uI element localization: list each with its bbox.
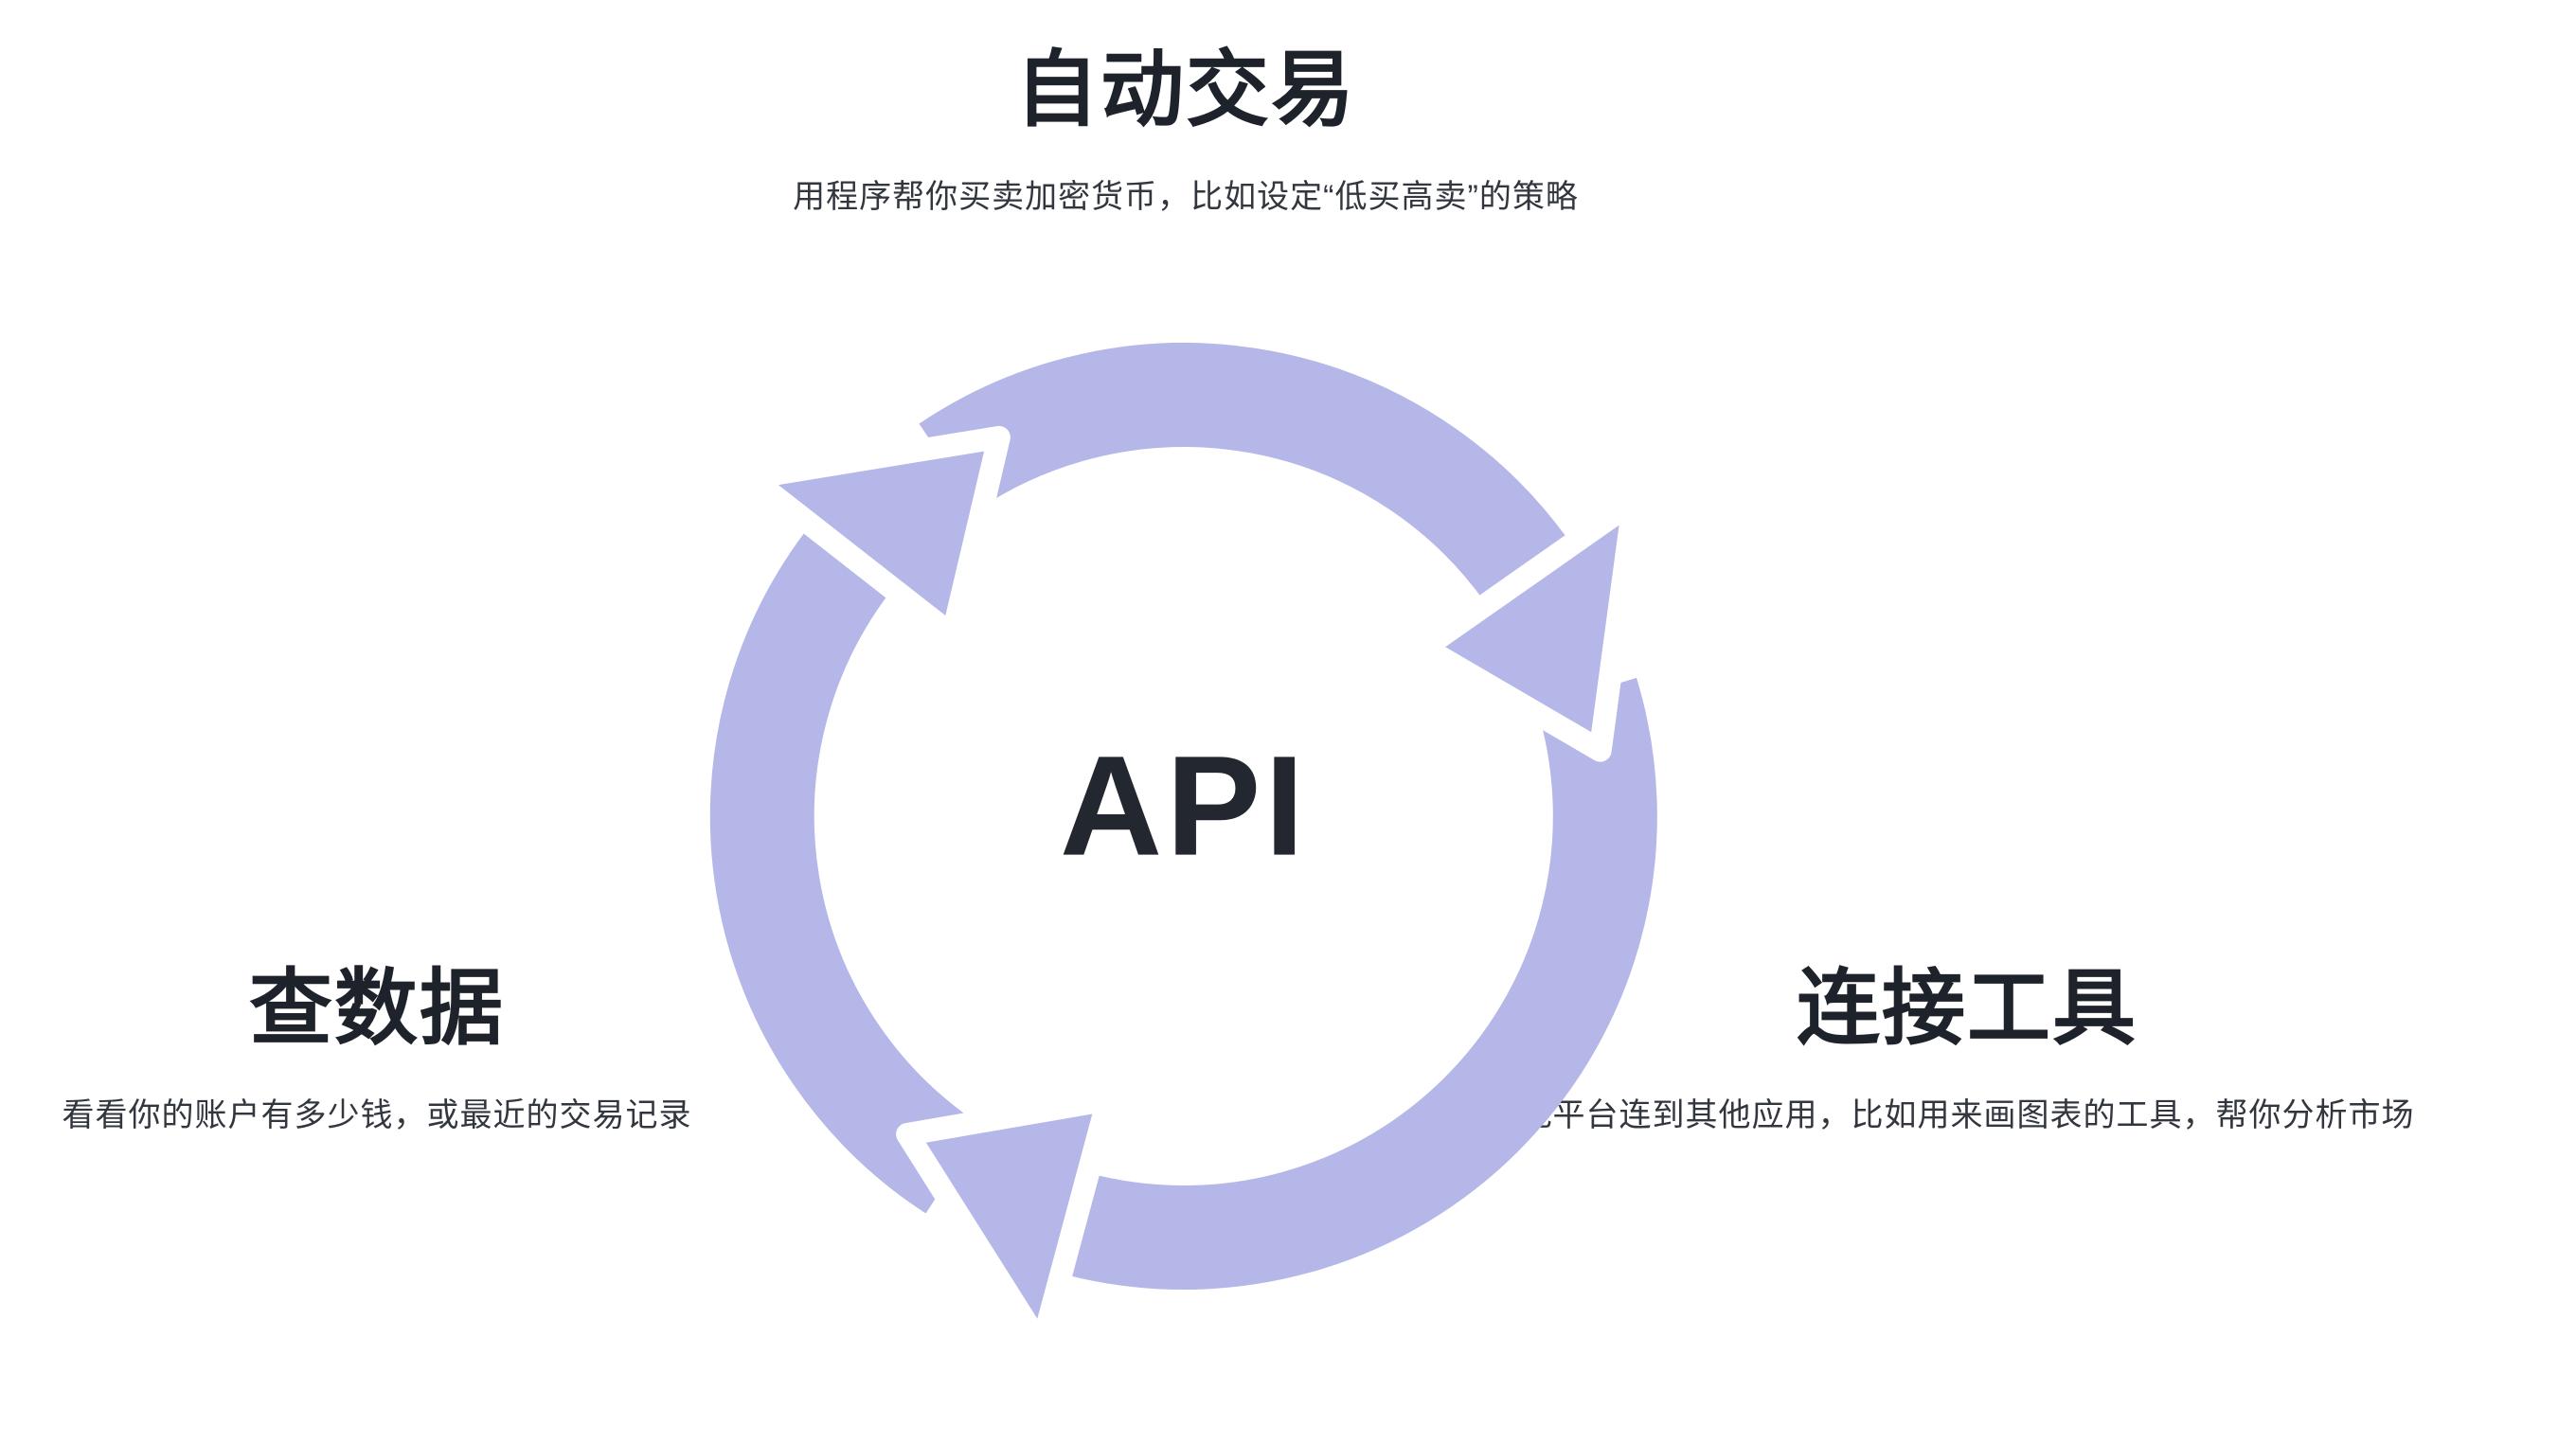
- cycle-arrows-icon: [709, 343, 1657, 1359]
- node-top: 自动交易 用程序帮你买卖加密货币，比如设定“低买高卖”的策略: [793, 42, 1579, 221]
- cycle-arc-top-icon: [919, 343, 1572, 605]
- node-right: 连接工具 把平台连到其他应用，比如用来画图表的工具，帮你分析市场: [1520, 960, 2415, 1139]
- node-left-description: 看看你的账户有多少钱，或最近的交易记录: [62, 1097, 692, 1134]
- node-top-description: 用程序帮你买卖加密货币，比如设定“低买高卖”的策略: [793, 179, 1579, 216]
- center-label: API: [1059, 725, 1309, 885]
- node-left-title: 查数据: [248, 961, 505, 1055]
- node-top-title: 自动交易: [1014, 43, 1356, 136]
- cycle-arc-left-icon: [709, 525, 983, 1214]
- cycle-arc-right-icon: [1061, 677, 1657, 1290]
- cycle-arrowhead-bottom-icon: [896, 1088, 1119, 1359]
- node-right-title: 连接工具: [1796, 961, 2138, 1055]
- cycle-arrowhead-left-icon: [739, 425, 1011, 648]
- node-right-description: 把平台连到其他应用，比如用来画图表的工具，帮你分析市场: [1519, 1097, 2415, 1134]
- cycle-arrowhead-topright-icon: [1412, 490, 1646, 762]
- node-left: 查数据 看看你的账户有多少钱，或最近的交易记录: [63, 960, 692, 1139]
